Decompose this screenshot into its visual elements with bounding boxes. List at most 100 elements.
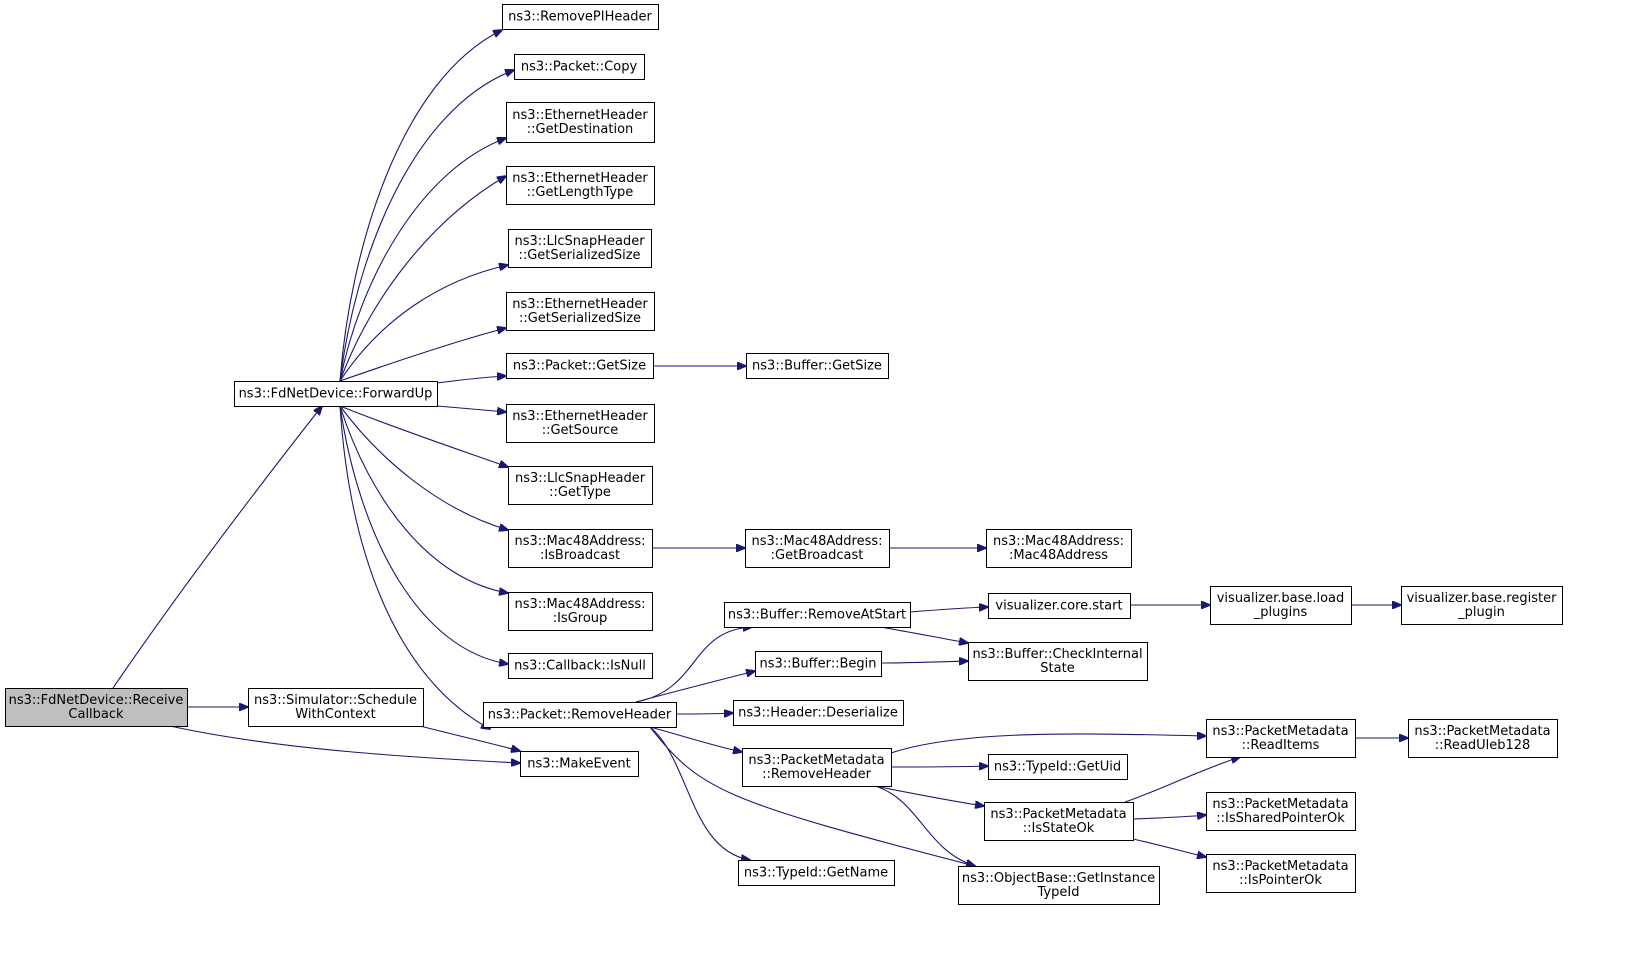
node-box [508,592,653,631]
node-forward-up[interactable]: ns3::FdNetDevice::ForwardUp [234,381,438,407]
node-pm-read-items[interactable]: ns3::PacketMetadata::ReadItems [1206,719,1356,758]
node-label-line: ns3::LlcSnapHeader [515,471,646,486]
node-label-line: ns3::Buffer::GetSize [752,359,882,374]
node-callback-is-null[interactable]: ns3::Callback::IsNull [508,653,653,679]
node-box [5,688,188,727]
call-edge-packet-remove-header-to-pm-remove-header [649,726,742,752]
node-buffer-begin[interactable]: ns3::Buffer::Begin [755,651,882,677]
node-packet-remove-header[interactable]: ns3::Packet::RemoveHeader [483,702,677,728]
node-label-line: Callback [68,707,124,722]
node-remove-pi-header[interactable]: ns3::RemovePIHeader [502,4,659,30]
call-edge-pm-is-state-ok-to-pm-read-items [1124,757,1240,803]
call-edge-forward-up-to-packet-get-size [436,376,506,384]
node-buffer-remove-at-start[interactable]: ns3::Buffer::RemoveAtStart [724,602,911,628]
call-edge-buffer-remove-at-start-to-viz-core-start [909,607,988,613]
node-mac-get-broadcast[interactable]: ns3::Mac48Address::GetBroadcast [745,529,890,568]
node-box [745,529,890,568]
node-label-line: ns3::Mac48Address: [993,534,1124,549]
node-label-line: ns3::Buffer::Begin [759,657,876,672]
node-label-line: ns3::ObjectBase::GetInstance [962,871,1155,886]
call-edge-forward-up-to-remove-pi-header [339,30,502,382]
call-edge-packet-remove-header-to-buffer-begin [635,671,755,703]
node-label-line: TypeId [1037,885,1080,900]
node-mac-is-broadcast[interactable]: ns3::Mac48Address::IsBroadcast [508,529,653,568]
call-edge-forward-up-to-eth-get-source [436,405,506,412]
node-pm-is-state-ok[interactable]: ns3::PacketMetadata::IsStateOk [984,802,1134,841]
node-box [746,353,889,379]
node-box [724,602,911,628]
node-box [1401,586,1563,625]
node-label-line: :IsGroup [553,611,608,626]
node-label-line: _plugin [1457,605,1505,620]
node-llc-get-type[interactable]: ns3::LlcSnapHeader::GetType [508,466,653,505]
node-label-line: visualizer.core.start [995,599,1122,614]
node-box [508,466,653,505]
node-box [1206,792,1356,831]
node-eth-get-destination[interactable]: ns3::EthernetHeader::GetDestination [506,102,655,143]
node-eth-get-serialized-size[interactable]: ns3::EthernetHeader::GetSerializedSize [506,292,655,331]
call-edge-pm-is-state-ok-to-pm-is-pointer-ok [1132,838,1206,857]
node-packet-get-size[interactable]: ns3::Packet::GetSize [506,353,654,379]
node-pm-remove-header[interactable]: ns3::PacketMetadata::RemoveHeader [742,748,892,787]
node-pm-is-shared-pointer-ok[interactable]: ns3::PacketMetadata::IsSharedPointerOk [1206,792,1356,831]
node-pm-is-pointer-ok[interactable]: ns3::PacketMetadata::IsPointerOk [1206,854,1356,893]
call-edge-packet-remove-header-to-objbase-get-instance-typeid [649,726,975,866]
node-typeid-get-uid[interactable]: ns3::TypeId::GetUid [988,754,1128,780]
node-typeid-get-name[interactable]: ns3::TypeId::GetName [738,860,895,886]
node-label-line: ns3::MakeEvent [527,757,631,772]
node-label-line: ns3::FdNetDevice::ForwardUp [239,387,433,402]
node-label-line: ns3::Packet::RemoveHeader [488,708,672,723]
call-edge-schedule-with-context-to-make-event [419,725,520,751]
node-viz-load-plugins[interactable]: visualizer.base.load_plugins [1210,586,1352,625]
node-header-deserialize[interactable]: ns3::Header::Deserialize [733,700,904,726]
node-label-line: ns3::TypeId::GetUid [994,760,1121,775]
node-box [1206,854,1356,893]
node-label-line: ns3::Buffer::RemoveAtStart [728,608,906,623]
node-box [984,802,1134,841]
call-edge-forward-up-to-eth-get-length-type [339,176,506,382]
node-packet-copy[interactable]: ns3::Packet::Copy [514,54,645,80]
node-viz-register-plugin[interactable]: visualizer.base.register_plugin [1401,586,1563,625]
call-edge-packet-remove-header-to-buffer-remove-at-start [635,627,752,703]
node-llc-get-serialized-size[interactable]: ns3::LlcSnapHeader::GetSerializedSize [508,229,652,268]
node-label-line: ::GetSerializedSize [518,248,640,263]
node-viz-core-start[interactable]: visualizer.core.start [988,593,1131,619]
node-mac-is-group[interactable]: ns3::Mac48Address::IsGroup [508,592,653,631]
node-eth-get-source[interactable]: ns3::EthernetHeader::GetSource [506,404,655,443]
node-label-line: ns3::EthernetHeader [512,409,648,424]
node-label-line: ns3::PacketMetadata [1212,797,1348,812]
node-buffer-get-size[interactable]: ns3::Buffer::GetSize [746,353,889,379]
call-edge-forward-up-to-mac-is-group [339,405,508,593]
node-box [968,642,1148,681]
node-make-event[interactable]: ns3::MakeEvent [520,751,639,777]
call-edge-forward-up-to-eth-get-destination [339,138,506,382]
node-pm-read-uleb128[interactable]: ns3::PacketMetadata::ReadUleb128 [1408,719,1558,758]
node-label-line: :Mac48Address [1009,548,1108,563]
call-edge-buffer-begin-to-buffer-check-internal-state [880,661,968,663]
node-label-line: ::ReadUleb128 [1435,738,1531,753]
node-label-line: ns3::PacketMetadata [1414,724,1550,739]
node-label-line: ::IsPointerOk [1239,873,1322,888]
node-mac-ctor[interactable]: ns3::Mac48Address::Mac48Address [986,529,1132,568]
node-box [1408,719,1558,758]
node-label-line: ::GetSource [542,423,619,438]
node-label-line: ns3::EthernetHeader [512,297,648,312]
node-label-line: ::GetSerializedSize [519,311,641,326]
node-eth-get-length-type[interactable]: ns3::EthernetHeader::GetLengthType [506,166,655,205]
node-box [988,754,1128,780]
call-edge-forward-up-to-eth-get-serialized-size [339,328,506,382]
node-box [755,651,882,677]
node-label-line: :IsBroadcast [540,548,620,563]
node-label-line: visualizer.base.load [1217,591,1345,606]
node-box [506,404,655,443]
node-box [483,702,677,728]
call-edge-packet-remove-header-to-typeid-get-name [649,726,750,860]
node-box [508,653,653,679]
node-label-line: ns3::Buffer::CheckInternal [972,647,1142,662]
